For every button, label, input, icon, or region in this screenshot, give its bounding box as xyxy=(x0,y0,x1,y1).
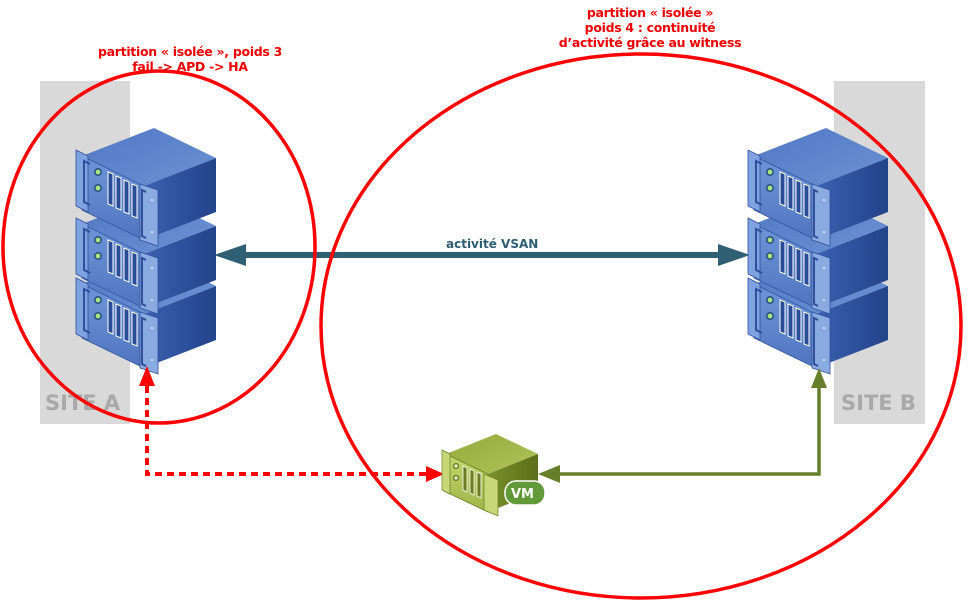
vsan-link xyxy=(214,244,750,266)
vm-badge xyxy=(504,480,546,506)
partition-left xyxy=(1,69,317,425)
arrowhead-left-icon xyxy=(214,244,246,266)
partition-right-annotation: partition « isolée » poids 4 : continuit… xyxy=(540,5,760,50)
witness-link-site-b-line xyxy=(560,388,821,476)
arrowhead-up-icon xyxy=(139,366,155,386)
partition-right-annotation-line-1: partition « isolée » xyxy=(586,5,714,20)
arrowhead-left-icon xyxy=(538,465,560,483)
partition-left-annotation-line-2: fail -> APD -> HA xyxy=(132,59,248,74)
arrowhead-right-icon xyxy=(718,244,750,266)
partition-left-annotation: partition « isolée », poids 3 fail -> AP… xyxy=(60,44,320,74)
vm-badge-label: VM xyxy=(511,487,534,502)
vsan-link-label: activité VSAN xyxy=(446,237,538,251)
witness-vm: VM xyxy=(441,433,546,517)
partition-right-annotation-line-2: poids 4 : continuité xyxy=(584,20,716,35)
arrowhead-up-icon xyxy=(811,368,827,388)
site-b-label: SITE B xyxy=(841,391,916,415)
partition-right xyxy=(319,52,963,600)
witness-link-site-b xyxy=(538,368,827,483)
partition-right-annotation-line-3: d’activité grâce au witness xyxy=(558,35,742,50)
site-a-server-stack xyxy=(75,127,217,375)
arrowhead-right-icon xyxy=(426,466,444,482)
witness-link-site-a-line xyxy=(145,386,430,476)
witness-link-site-a xyxy=(139,366,444,482)
partition-left-annotation-line-1: partition « isolée », poids 3 xyxy=(98,44,282,59)
site-a-label: SITE A xyxy=(45,391,121,415)
site-b-server-stack xyxy=(747,127,889,375)
